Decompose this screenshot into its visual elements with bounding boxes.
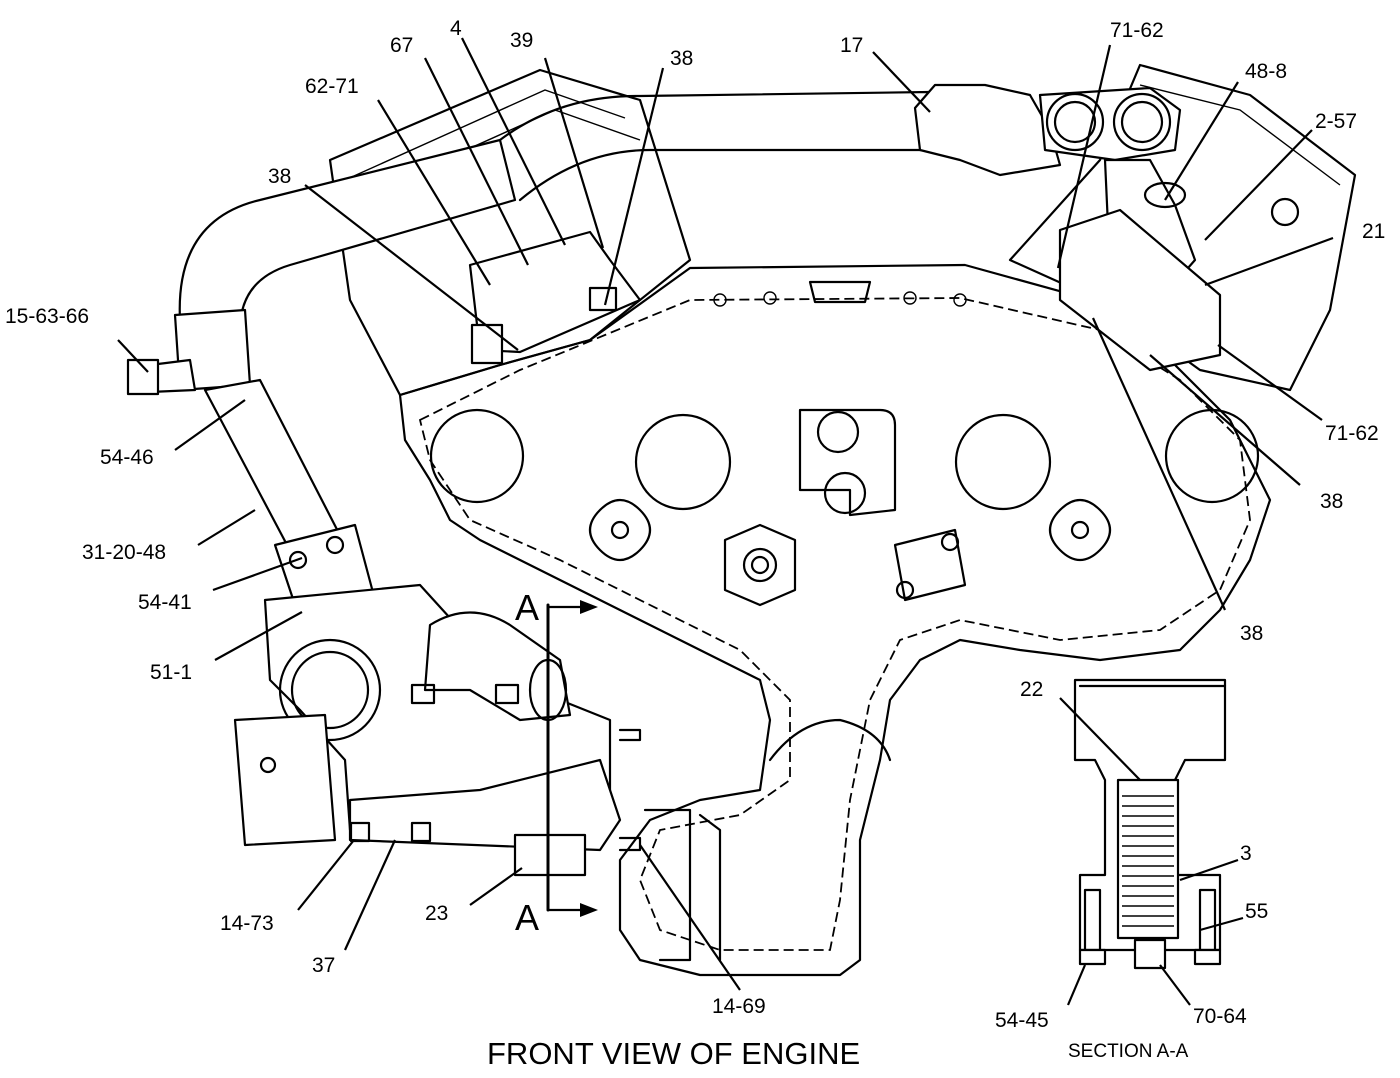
callout-38-right: 38 [1320, 490, 1343, 513]
callout-67: 67 [390, 34, 413, 57]
callout-4: 4 [450, 17, 462, 40]
callout-51-1: 51-1 [150, 661, 192, 684]
left-thermostat-housing [468, 230, 642, 365]
callout-38-bottom: 38 [1240, 622, 1263, 645]
callout-15-63-66: 15-63-66 [5, 305, 89, 328]
callout-labels: 15-63-66 62-71 67 4 39 38 38 17 71-62 48… [5, 17, 1385, 1032]
section-cut-line[interactable]: A A [515, 587, 598, 938]
crossover-tube [498, 83, 1222, 372]
callout-55: 55 [1245, 900, 1268, 923]
callout-21: 21 [1362, 220, 1385, 243]
callout-54-46: 54-46 [100, 446, 154, 469]
callout-23: 23 [425, 902, 448, 925]
callout-39: 39 [510, 29, 533, 52]
arrow-top-icon [580, 600, 598, 614]
callout-2-57: 2-57 [1315, 110, 1357, 133]
section-mark-top: A [515, 587, 539, 628]
callout-14-73: 14-73 [220, 912, 274, 935]
arrow-bottom-icon [580, 903, 598, 917]
leader-lines [117, 37, 1334, 1006]
engine-front-plate [398, 263, 1272, 977]
section-caption: SECTION A-A [1068, 1041, 1189, 1062]
callout-22: 22 [1020, 678, 1043, 701]
water-pump-assembly [233, 583, 642, 877]
section-mark-bottom: A [515, 897, 539, 938]
callout-48-8: 48-8 [1245, 60, 1287, 83]
lower-block-detail [643, 808, 722, 962]
callout-31-20-48: 31-20-48 [82, 541, 166, 564]
callout-62-71: 62-71 [305, 75, 359, 98]
callout-54-45: 54-45 [995, 1009, 1049, 1032]
callout-54-41: 54-41 [138, 591, 192, 614]
section-a-a-detail [1073, 678, 1227, 970]
left-elbow-pipe [126, 138, 517, 622]
callout-71-62-right: 71-62 [1325, 422, 1379, 445]
callout-14-69: 14-69 [712, 995, 766, 1018]
callout-3: 3 [1240, 842, 1252, 865]
callout-17: 17 [840, 34, 863, 57]
callout-38-top: 38 [670, 47, 693, 70]
callout-37: 37 [312, 954, 335, 977]
callout-70-64: 70-64 [1193, 1005, 1247, 1028]
callout-38-left: 38 [268, 165, 291, 188]
main-caption: FRONT VIEW OF ENGINE [487, 1036, 860, 1071]
callout-71-62-top: 71-62 [1110, 19, 1164, 42]
spring-coils [1122, 795, 1174, 927]
